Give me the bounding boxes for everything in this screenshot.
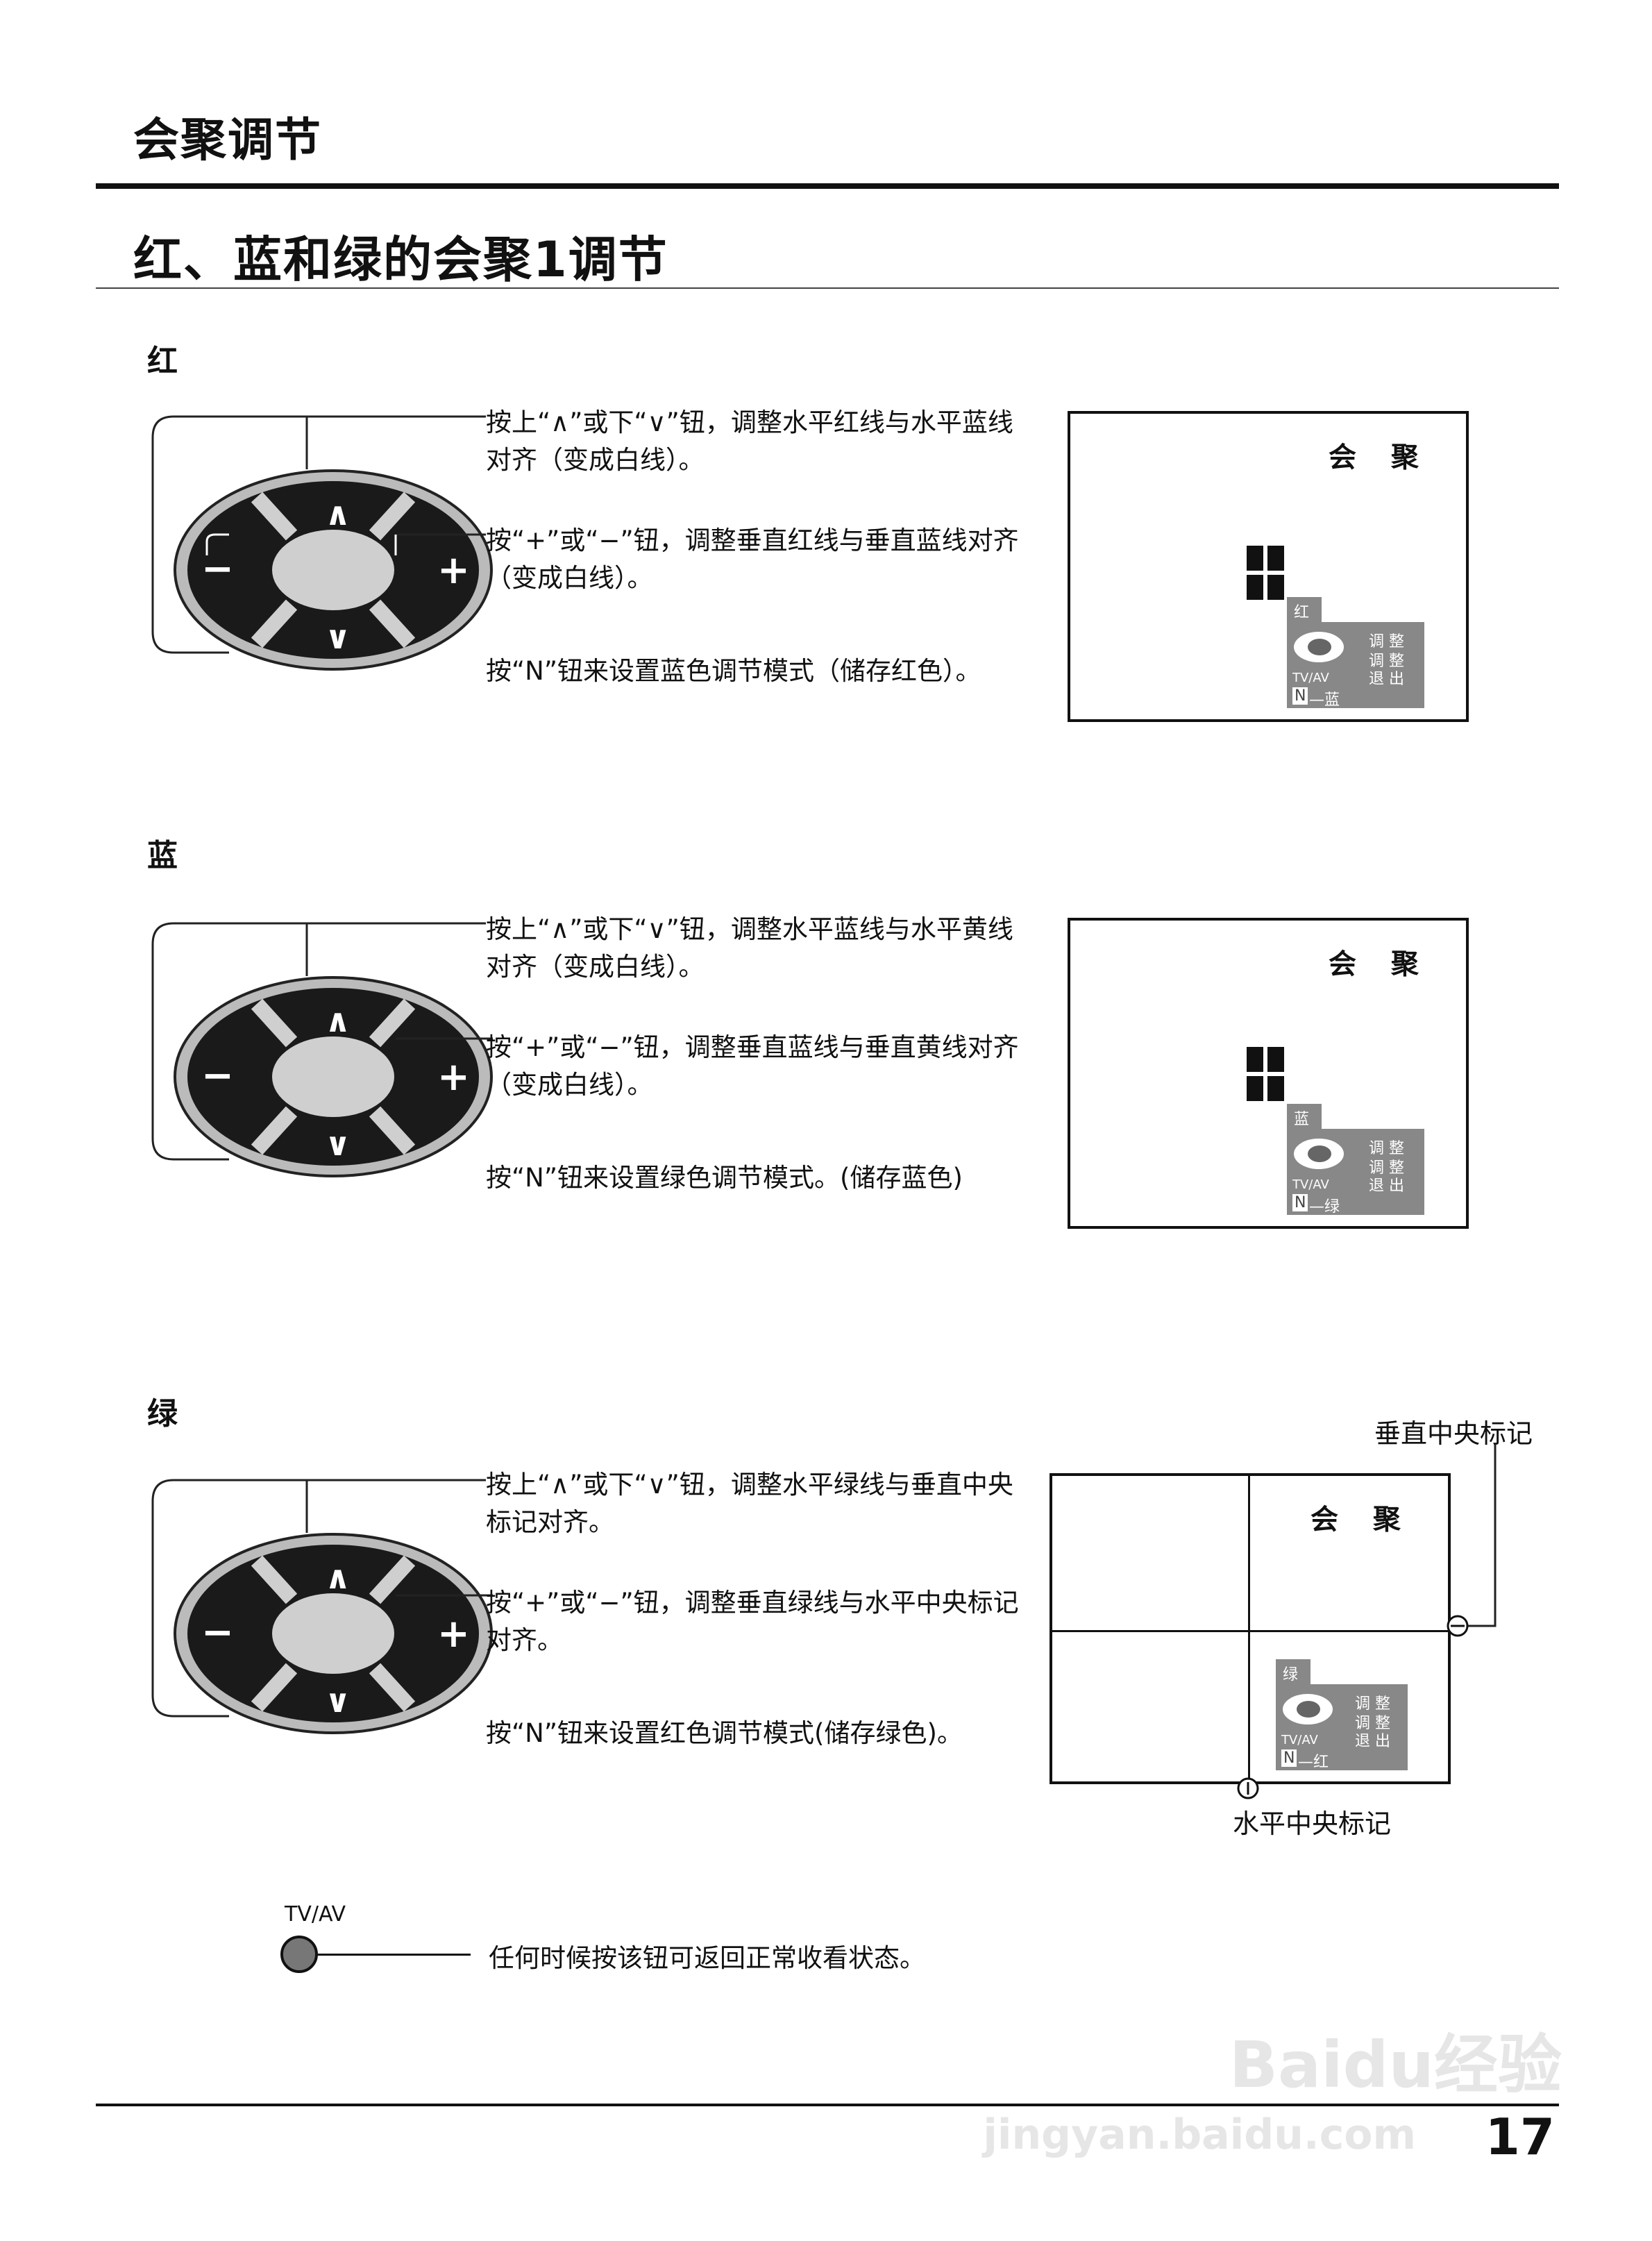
remote-red: ∧ ∨ − + bbox=[174, 469, 493, 673]
menu-tab: 绿 bbox=[1276, 1659, 1310, 1684]
horizontal-center-mark-label: 水平中央标记 bbox=[1233, 1808, 1392, 1839]
horizontal-center-line bbox=[1052, 1630, 1448, 1632]
footer-rule bbox=[96, 2104, 1559, 2106]
title-rule bbox=[96, 183, 1559, 189]
tvav-note-text: 任何时候按该钮可返回正常收看状态。 bbox=[489, 1943, 925, 1973]
section-label-blue: 蓝 bbox=[147, 838, 178, 873]
heading-rule bbox=[96, 287, 1559, 289]
up-button[interactable]: ∧ bbox=[325, 1559, 351, 1596]
instr-n: 按“N”钮来设置蓝色调节模式（储存红色）。 bbox=[486, 656, 981, 686]
watermark-brand: Baidu经验 bbox=[1229, 2028, 1562, 2102]
screen-title: 会 聚 bbox=[1329, 442, 1431, 473]
instr-plusminus: 按“+”或“−”钮，调整垂直蓝线与垂直黄线对齐（变成白线）。 bbox=[486, 1032, 1019, 1100]
instruction-red: 按上“∧”或下“∨”钮，调整水平红线与水平蓝线对齐（变成白线）。 按“+”或“−… bbox=[486, 404, 1027, 690]
screen-green: 会 聚 绿 调 整 调 整 退 出 TV/AV N —红 bbox=[1050, 1473, 1451, 1784]
remote-blue: ∧ ∨ − + bbox=[174, 976, 493, 1180]
remote-diagram-blue bbox=[151, 922, 486, 1161]
mini-menu: 调 整 调 整 退 出 TV/AV N —红 bbox=[1276, 1684, 1408, 1771]
up-button[interactable]: ∧ bbox=[325, 1002, 351, 1039]
down-button[interactable]: ∨ bbox=[325, 619, 351, 656]
cross-pattern bbox=[1247, 546, 1286, 601]
instruction-blue: 按上“∧”或下“∨”钮，调整水平蓝线与水平黄线对齐（变成白线）。 按“+”或“−… bbox=[486, 911, 1027, 1197]
page-title: 会聚调节 bbox=[133, 113, 322, 167]
down-button[interactable]: ∨ bbox=[325, 1125, 351, 1163]
minus-button[interactable]: − bbox=[201, 1610, 234, 1655]
menu-tab: 红 bbox=[1287, 597, 1322, 622]
section-label-green: 绿 bbox=[147, 1396, 178, 1432]
instr-updown: 按上“∧”或下“∨”钮，调整水平绿线与垂直中央标记对齐。 bbox=[486, 1470, 1013, 1537]
plus-button[interactable]: + bbox=[437, 1055, 470, 1100]
mini-menu: 调 整 调 整 退 出 TV/AV N —蓝 bbox=[1287, 622, 1424, 709]
instruction-green: 按上“∧”或下“∨”钮，调整水平绿线与垂直中央标记对齐。 按“+”或“−”钮，调… bbox=[486, 1466, 1027, 1752]
screen-title: 会 聚 bbox=[1310, 1504, 1413, 1536]
remote-diagram-green bbox=[151, 1479, 486, 1718]
vertical-marker-leader bbox=[1447, 1444, 1497, 1637]
tvav-button[interactable] bbox=[280, 1936, 318, 1973]
plus-button[interactable]: + bbox=[437, 1611, 470, 1656]
instr-n: 按“N”钮来设置绿色调节模式。(储存蓝色) bbox=[486, 1163, 963, 1193]
mini-menu: 调 整 调 整 退 出 TV/AV N —绿 bbox=[1287, 1129, 1424, 1216]
instr-plusminus: 按“+”或“−”钮，调整垂直红线与垂直蓝线对齐（变成白线）。 bbox=[486, 526, 1019, 593]
screen-blue: 会 聚 蓝 调 整 调 整 退 出 TV/AV N —绿 bbox=[1068, 918, 1469, 1229]
plus-button[interactable]: + bbox=[437, 548, 470, 593]
section-label-red: 红 bbox=[147, 344, 178, 379]
screen-title: 会 聚 bbox=[1329, 948, 1431, 980]
section-heading: 红、蓝和绿的会聚1调节 bbox=[133, 231, 668, 288]
instr-updown: 按上“∧”或下“∨”钮，调整水平蓝线与水平黄线对齐（变成白线）。 bbox=[486, 914, 1013, 982]
minus-button[interactable]: − bbox=[201, 1053, 234, 1098]
up-button[interactable]: ∧ bbox=[325, 495, 351, 532]
page-number: 17 bbox=[1485, 2108, 1555, 2166]
remote-diagram-red bbox=[151, 415, 486, 654]
instr-n: 按“N”钮来设置红色调节模式(储存绿色)。 bbox=[486, 1718, 963, 1748]
remote-green: ∧ ∨ − + bbox=[174, 1533, 493, 1737]
vertical-center-mark-label: 垂直中央标记 bbox=[1374, 1418, 1533, 1449]
instr-updown: 按上“∧”或下“∨”钮，调整水平红线与水平蓝线对齐（变成白线）。 bbox=[486, 408, 1013, 475]
down-button[interactable]: ∨ bbox=[325, 1682, 351, 1720]
tvav-leader bbox=[318, 1954, 471, 1956]
horizontal-marker-icon bbox=[1237, 1777, 1259, 1799]
vertical-center-line bbox=[1248, 1476, 1250, 1781]
tvav-label: TV/AV bbox=[285, 1902, 346, 1927]
watermark-url: jingyan.baidu.com bbox=[983, 2110, 1416, 2159]
instr-plusminus: 按“+”或“−”钮，调整垂直绿线与水平中央标记对齐。 bbox=[486, 1588, 1019, 1655]
screen-red: 会 聚 红 调 整 调 整 退 出 TV/AV N —蓝 bbox=[1068, 411, 1469, 722]
cross-pattern bbox=[1247, 1047, 1286, 1102]
menu-tab: 蓝 bbox=[1287, 1104, 1322, 1129]
